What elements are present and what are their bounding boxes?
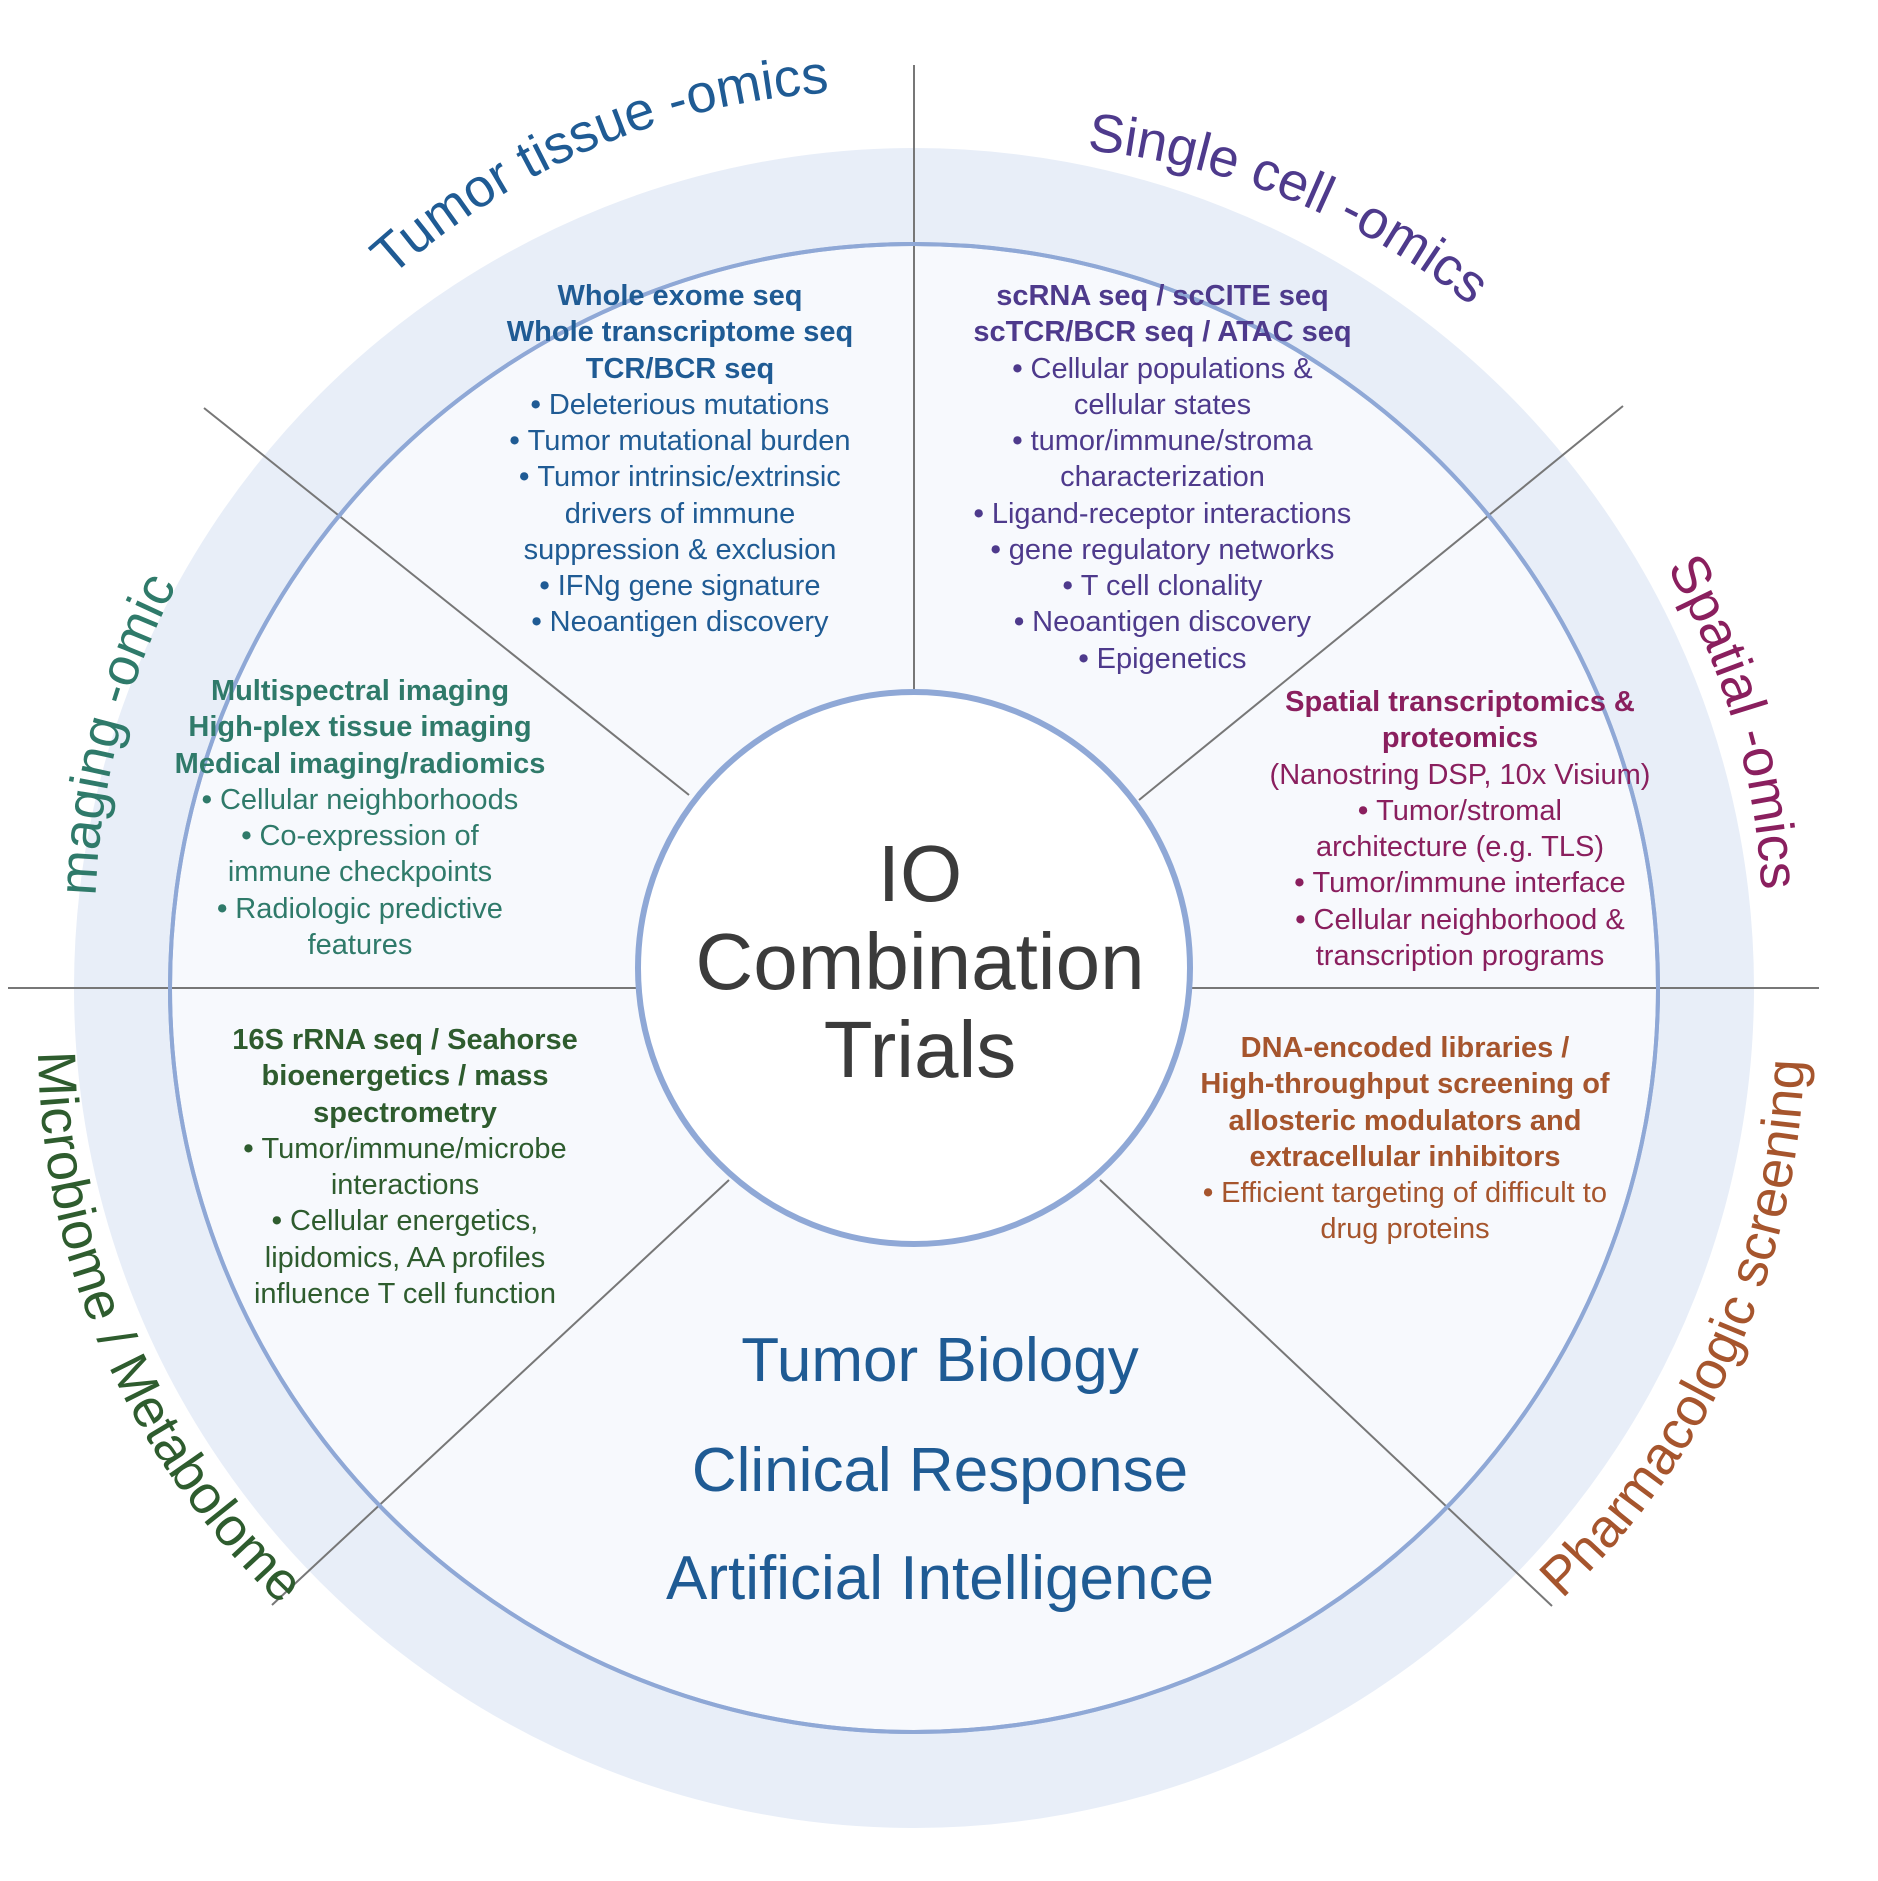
- content-disc-edge: [168, 242, 1660, 1734]
- divider-lower-right: [1099, 1179, 1553, 1607]
- list-item: •IFNg gene signature: [539, 570, 821, 602]
- header-3: TCR/BCR seq: [585, 352, 775, 385]
- segment-dividers: [8, 65, 1819, 1607]
- header-1: Spatial transcriptomics &: [1285, 686, 1635, 718]
- divider-upper-left: [203, 407, 690, 796]
- center-title: IO Combination Trials: [640, 830, 1200, 1094]
- list-item: •Tumor/immune interface: [1294, 867, 1626, 900]
- header-1: 16S rRNA seq / Seahorse: [232, 1024, 578, 1056]
- subheader: (Nanostring DSP, 10x Visium): [1269, 758, 1651, 791]
- list-item: •Neoantigen discovery: [531, 606, 829, 639]
- block-spatial: Spatial transcriptomics & proteomics (Na…: [1240, 684, 1680, 974]
- block-imaging: Multispectral imaging High-plex tissue i…: [150, 673, 570, 963]
- list-item: •Cellular neighborhoods: [201, 783, 519, 816]
- header-2: Whole transcriptome seq: [506, 316, 854, 349]
- list-item: •gene regulatory networks: [990, 533, 1335, 566]
- center-title-line-3: Trials: [823, 1005, 1017, 1094]
- header-3: Medical imaging/radiomics: [174, 747, 546, 780]
- list-item: •Tumor intrinsic/extrinsic drivers of im…: [519, 461, 841, 566]
- header-1: DNA-encoded libraries /: [1240, 1032, 1570, 1064]
- center-title-line-2: Combination: [695, 917, 1145, 1006]
- block-single-cell: scRNA seq / scCITE seq scTCR/BCR seq / A…: [920, 278, 1405, 677]
- list-item: •Epigenetics: [1078, 642, 1247, 675]
- list-item: •Neoantigen discovery: [1013, 606, 1312, 639]
- header-3: spectrometry: [313, 1096, 497, 1129]
- outcome-clinical-response: Clinical Response: [691, 1436, 1189, 1505]
- header-1: Multispectral imaging: [210, 675, 510, 707]
- header-2: High-plex tissue imaging: [188, 711, 532, 744]
- list-item: •Ligand-receptor interactions: [973, 497, 1352, 530]
- header-2: High-throughput screening of: [1200, 1068, 1610, 1101]
- outcome-artificial-intelligence: Artificial Intelligence: [666, 1544, 1214, 1613]
- list-item: •Deleterious mutations: [530, 388, 830, 421]
- list-item: •Co-expression of immune checkpoints: [227, 820, 493, 889]
- header-2: proteomics: [1381, 722, 1539, 755]
- divider-upper-right: [1138, 405, 1624, 801]
- header-4: extracellular inhibitors: [1249, 1140, 1561, 1173]
- center-circle: [635, 689, 1193, 1247]
- block-pharma: DNA-encoded libraries / High-throughput …: [1175, 1030, 1635, 1248]
- header-1: Whole exome seq: [557, 280, 803, 312]
- header-1: scRNA seq / scCITE seq: [996, 280, 1329, 312]
- outcome-tumor-biology: Tumor Biology: [741, 1326, 1139, 1395]
- header-2: bioenergetics / mass: [261, 1060, 549, 1093]
- list-item: •Efficient targeting of difficult to dru…: [1203, 1177, 1607, 1246]
- list-item: •Cellular populations & cellular states: [1012, 352, 1313, 421]
- list-item: •tumor/immune/stroma characterization: [1012, 425, 1313, 494]
- list-item: •Radiologic predictive features: [217, 892, 503, 961]
- list-item: •Cellular energetics, lipidomics, AA pro…: [253, 1205, 556, 1310]
- header-2: scTCR/BCR seq / ATAC seq: [973, 316, 1352, 349]
- list-item: •Tumor mutational burden: [509, 425, 851, 457]
- list-item: •Cellular neighborhood & transcription p…: [1295, 903, 1625, 972]
- header-3: allosteric modulators and: [1228, 1104, 1582, 1137]
- block-microbiome: 16S rRNA seq / Seahorse bioenergetics / …: [175, 1022, 635, 1312]
- list-item: •Tumor/immune/microbe interactions: [243, 1132, 567, 1201]
- list-item: •T cell clonality: [1062, 570, 1263, 602]
- divider-lower-left: [271, 1179, 730, 1606]
- center-title-line-1: IO: [877, 829, 963, 918]
- list-item: •Tumor/stromal architecture (e.g. TLS): [1316, 794, 1604, 863]
- block-tumor-tissue: Whole exome seq Whole transcriptome seq …: [455, 278, 905, 641]
